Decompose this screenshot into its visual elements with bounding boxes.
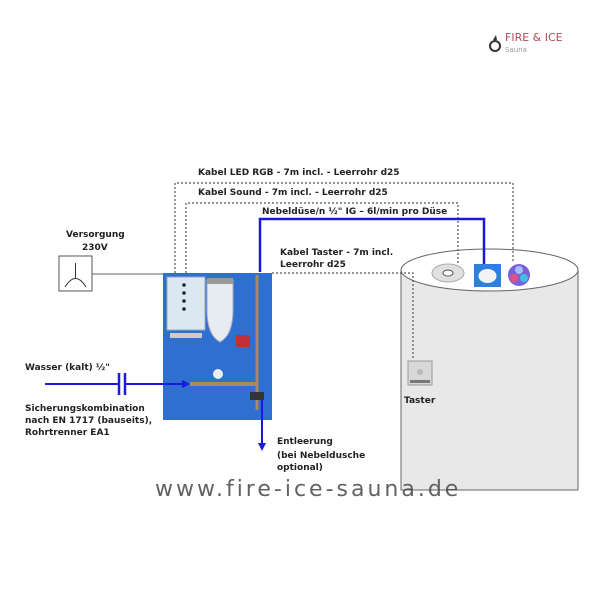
taster-label: Taster <box>404 396 436 406</box>
safety-label-2: nach EN 1717 (bauseits), <box>25 416 153 426</box>
logo-name: FIRE & ICE <box>505 31 563 44</box>
logo-sub: Sauna <box>505 46 527 54</box>
watermark: www.fire-ice-sauna.de <box>155 477 462 502</box>
water-label: Wasser (kalt) ½" <box>25 363 110 373</box>
drain-arrow <box>258 443 266 451</box>
mist-nozzle-icon <box>474 264 501 287</box>
drain-label-1: Entleerung <box>277 437 333 447</box>
speaker-icon <box>431 263 465 283</box>
supply-voltage-label: 230V <box>82 243 108 253</box>
logo-icon <box>489 35 501 52</box>
backflow-preventer-symbol <box>117 373 127 395</box>
safety-label-3: Rohrtrenner EA1 <box>25 428 110 438</box>
cable-led-label: Kabel LED RGB - 7m incl. - Leerrohr d25 <box>198 168 400 178</box>
cable-taster-label-2: Leerrohr d25 <box>280 260 346 270</box>
supply-label: Versorgung <box>66 230 125 240</box>
cable-sound-line <box>185 202 459 273</box>
cable-led-line <box>174 182 514 273</box>
mist-unit-panel <box>163 273 272 420</box>
drain-label-3: optional) <box>277 463 323 473</box>
drain-label-2: (bei Nebeldusche <box>277 451 366 461</box>
taster-button-icon <box>407 360 433 386</box>
power-supply-symbol <box>58 255 93 292</box>
nozzle-pipe <box>258 217 486 272</box>
rgb-led-icon <box>508 264 530 286</box>
cable-sound-label: Kabel Sound - 7m incl. - Leerrohr d25 <box>198 188 388 198</box>
cable-taster-label-1: Kabel Taster - 7m incl. <box>280 248 394 258</box>
nozzle-label: Nebeldüse/n ½" IG – 6l/min pro Düse <box>262 207 448 217</box>
cable-taster-line <box>272 272 414 360</box>
inlet-arrow <box>182 380 190 388</box>
safety-label-1: Sicherungskombination <box>25 404 145 414</box>
